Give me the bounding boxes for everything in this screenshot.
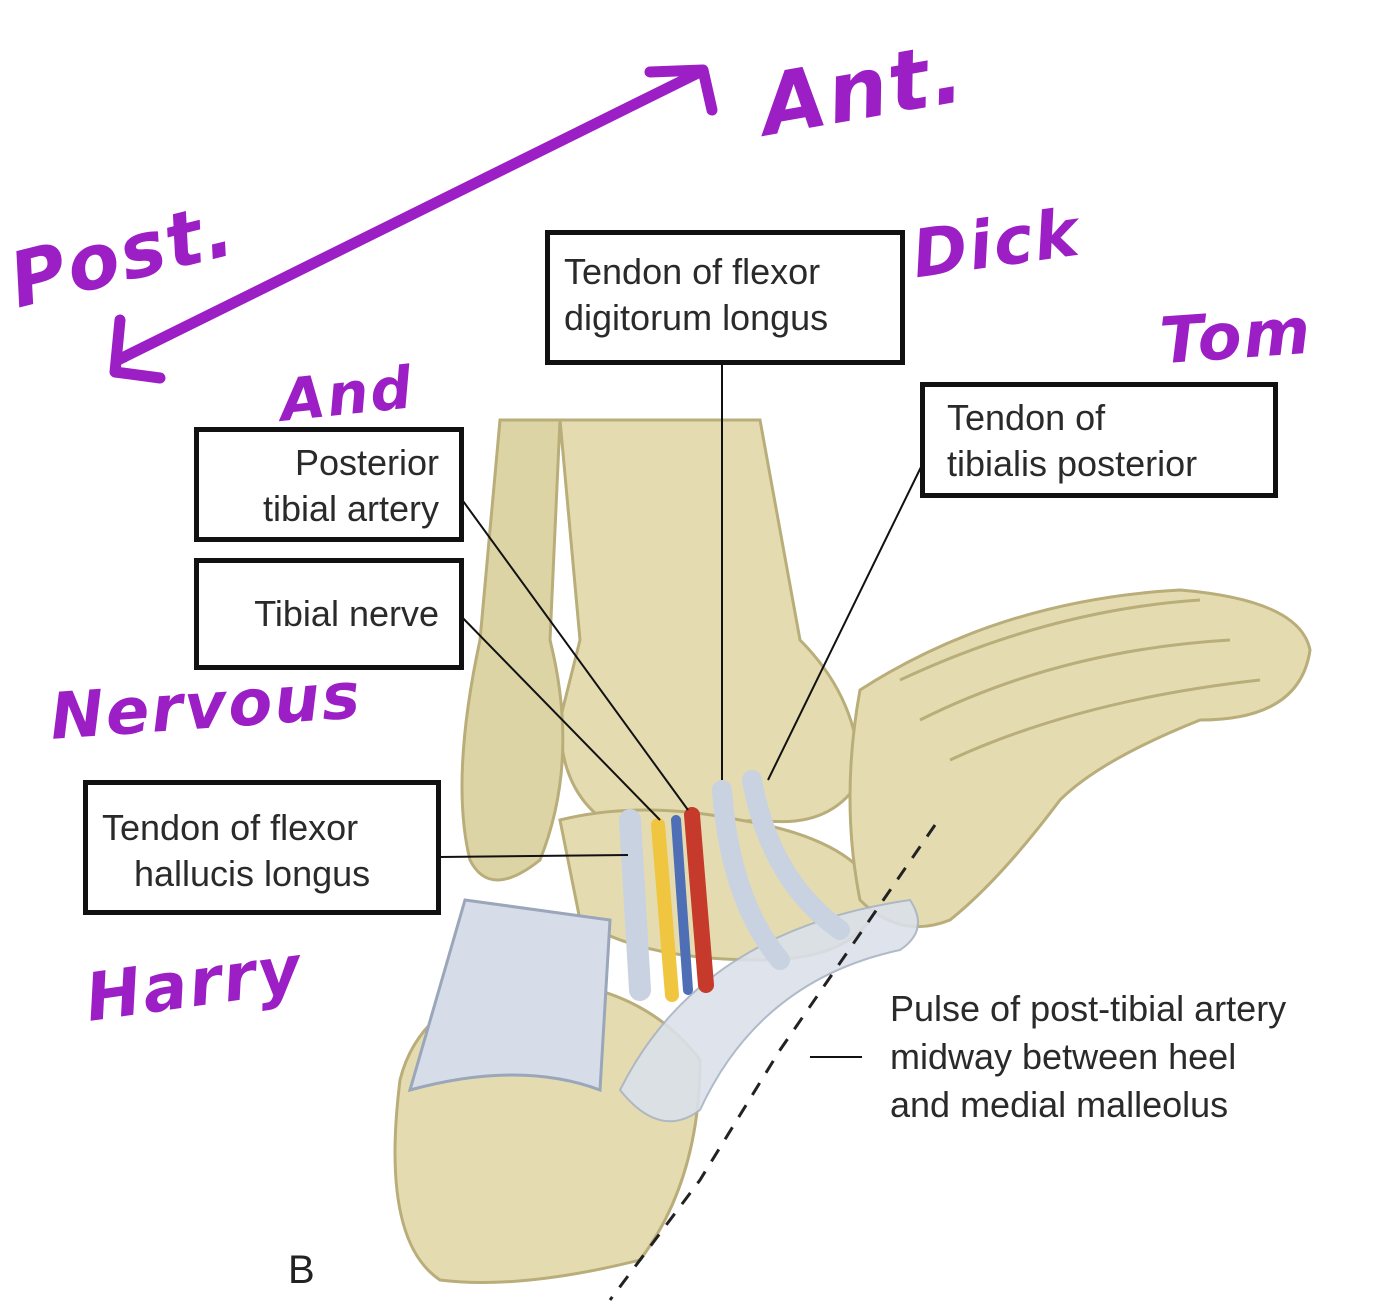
label-fdl-line1: Tendon of flexor xyxy=(564,251,821,292)
label-pta: Posterior tibial artery xyxy=(194,427,464,542)
foot-bones xyxy=(848,588,1312,929)
label-pulse-line2: midway between heel xyxy=(890,1036,1237,1077)
label-tn: Tibial nerve xyxy=(194,558,464,670)
vein-strand xyxy=(671,815,693,995)
label-pta-line1: Posterior xyxy=(294,442,439,483)
fdl-tendon xyxy=(712,780,790,970)
label-tp-line2: tibialis posterior xyxy=(947,443,1198,484)
toe-lines xyxy=(899,598,1261,762)
tibial-nerve-strand xyxy=(651,818,679,1002)
pulse-dashed-line xyxy=(608,824,937,1301)
label-pulse-line3: and medial malleolus xyxy=(890,1084,1229,1125)
achilles-tendon xyxy=(407,898,612,1093)
label-fdl: Tendon of flexor digitorum longus xyxy=(545,230,905,365)
leader-tn xyxy=(454,609,661,821)
label-fhl: Tendon of flexor hallucis longus xyxy=(83,780,441,915)
label-pta-line2: tibial artery xyxy=(262,488,439,529)
handwritten-tom: Tom xyxy=(1157,294,1315,380)
label-fhl-line2: hallucis longus xyxy=(134,853,371,894)
label-tn-line1: Tibial nerve xyxy=(254,593,439,634)
artery-strand xyxy=(684,807,714,993)
tp-tendon xyxy=(742,770,850,940)
leader-pta xyxy=(454,489,689,811)
tibia xyxy=(558,418,862,832)
figure-letter: B xyxy=(288,1248,315,1292)
label-tp: Tendon of tibialis posterior xyxy=(920,382,1278,498)
label-tp-line1: Tendon of xyxy=(947,397,1106,438)
double-arrow-icon xyxy=(109,64,718,384)
label-fdl-line2: digitorum longus xyxy=(564,297,829,338)
label-pulse-line1: Pulse of post-tibial artery xyxy=(890,988,1287,1029)
handwritten-and: And xyxy=(276,353,417,435)
leader-fhl xyxy=(439,854,629,858)
fhl-tendon xyxy=(619,809,651,1001)
fibula xyxy=(460,418,565,882)
leader-tp xyxy=(767,464,923,781)
label-fhl-line1: Tendon of flexor xyxy=(102,807,359,848)
label-pulse: Pulse of post-tibial artery midway betwe… xyxy=(890,985,1286,1129)
